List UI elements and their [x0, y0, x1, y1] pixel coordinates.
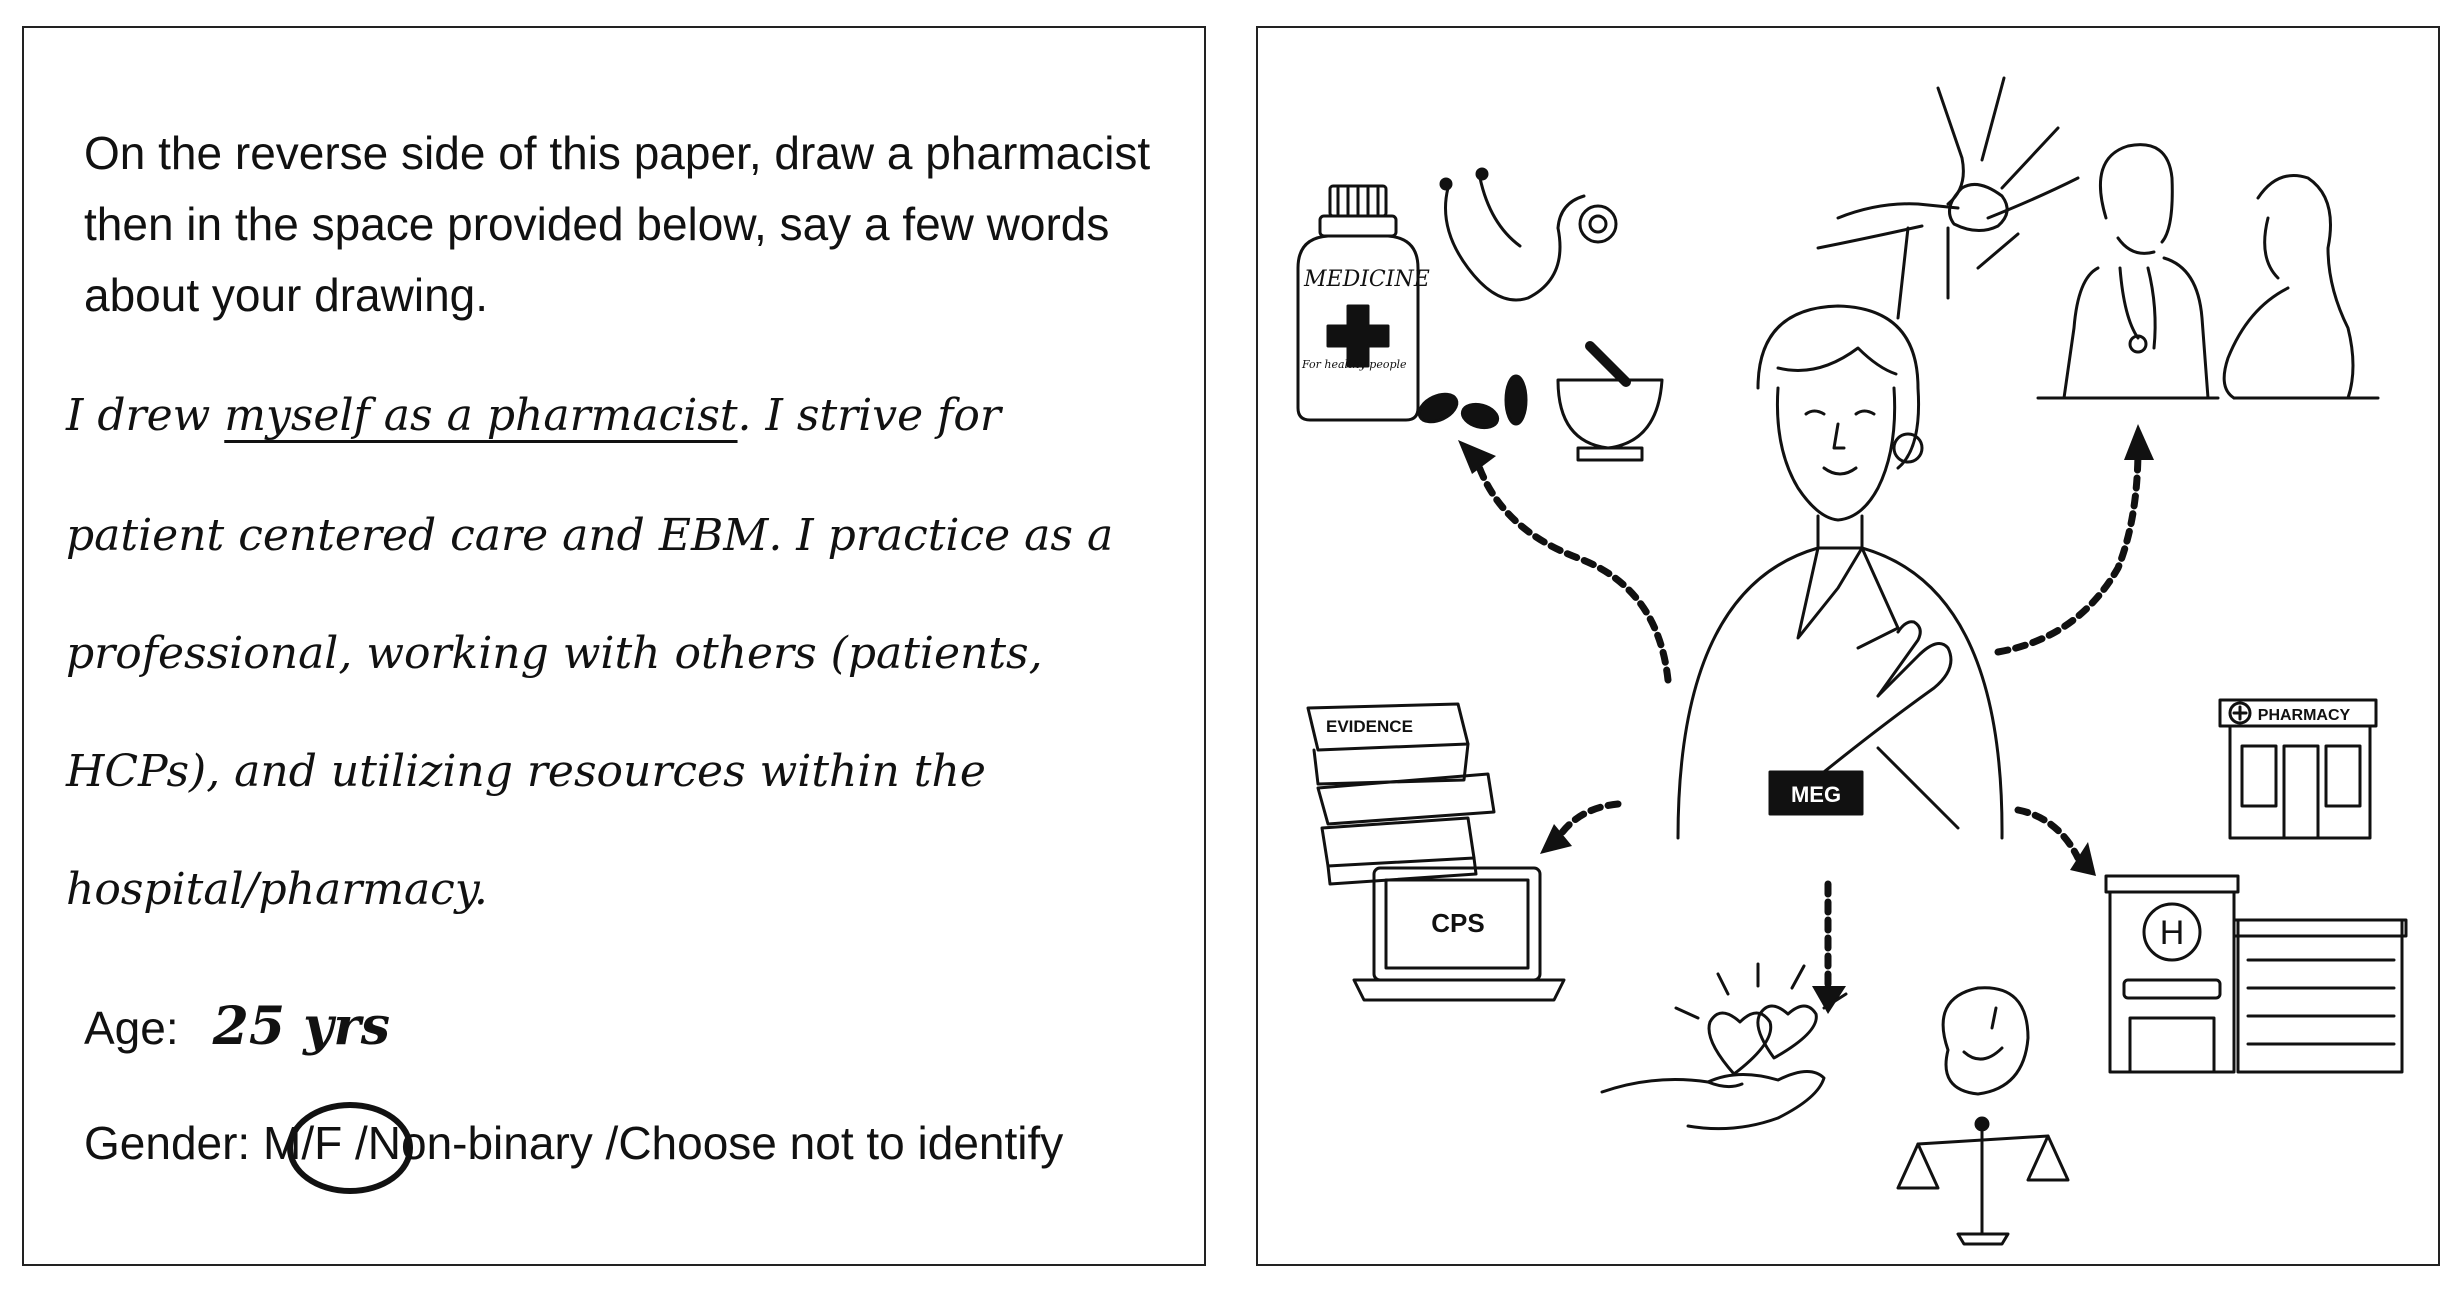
pills-icon — [1417, 374, 1528, 430]
response-underlined: myself as a pharmacist — [224, 390, 738, 441]
hospital-icon: H — [2104, 874, 2408, 1074]
bottle-sublabel: For healthy people — [1301, 358, 1407, 371]
response-text: I drew — [66, 390, 225, 441]
pharmacy-store-icon: PHARMACY — [2218, 698, 2378, 840]
laptop-label: CPS — [1431, 908, 1484, 938]
age-label: Age: — [84, 1002, 179, 1054]
gender-label: Gender: M — [84, 1117, 302, 1169]
hearts-hand-icon — [1600, 962, 1848, 1131]
hospital-letter: H — [2160, 914, 2185, 952]
response-text: . I strive for — [737, 390, 1001, 441]
pharmacy-sign: PHARMACY — [2258, 707, 2351, 724]
stethoscope-icon — [1439, 167, 1618, 302]
smiley-icon — [1941, 986, 2030, 1096]
arrow-to-evidence — [1554, 800, 1622, 842]
scales-icon — [1896, 1116, 2070, 1246]
doctor-patient-icon — [2036, 143, 2380, 400]
name-badge: MEG — [1791, 782, 1841, 807]
age-value: 25 yrs — [212, 996, 390, 1057]
age-field: Age: 25 yrs — [84, 996, 390, 1057]
gender-selected: /F / — [287, 1102, 414, 1194]
arrow-to-medicine — [1472, 454, 1672, 684]
laptop-icon: CPS — [1352, 866, 1566, 1002]
books-label: EVIDENCE — [1326, 717, 1413, 736]
survey-prompt: On the reverse side of this paper, draw … — [84, 127, 1151, 321]
gender-options: Non-binary /Choose not to identify — [367, 1117, 1064, 1169]
response-line-2: patient centered care and EBM. I practic… — [66, 510, 1114, 561]
gender-field: Gender: M/F /Non-binary /Choose not to i… — [84, 1102, 1064, 1194]
arrows — [1472, 444, 2142, 992]
arrowheads — [1458, 424, 2154, 1014]
mortar-pestle-icon — [1556, 341, 1664, 462]
bottle-label: MEDICINE — [1303, 267, 1430, 292]
arrow-to-hospital — [2014, 806, 2082, 862]
team-hands-icon — [1816, 76, 2080, 320]
medicine-bottle-icon: MEDICINE For healthy people — [1296, 184, 1430, 422]
response-line-5: hospital/pharmacy. — [66, 864, 488, 915]
response-line-4: HCPs), and utilizing resources within th… — [66, 746, 986, 797]
pharmacist-illustration: MEDICINE For healthy people — [1296, 76, 2408, 1246]
response-line-3: professional, working with others (patie… — [66, 628, 1043, 679]
evidence-books-icon: EVIDENCE — [1306, 702, 1496, 886]
selection-circle — [287, 1102, 414, 1194]
illustration-panel: MEDICINE For healthy people — [1256, 26, 2440, 1266]
survey-panel: On the reverse side of this paper, draw … — [22, 26, 1206, 1266]
response-line-1: I drew myself as a pharmacist. I strive … — [66, 390, 1001, 441]
pharmacist-figure: MEG — [1676, 304, 2004, 840]
arrow-to-team — [1994, 444, 2142, 656]
